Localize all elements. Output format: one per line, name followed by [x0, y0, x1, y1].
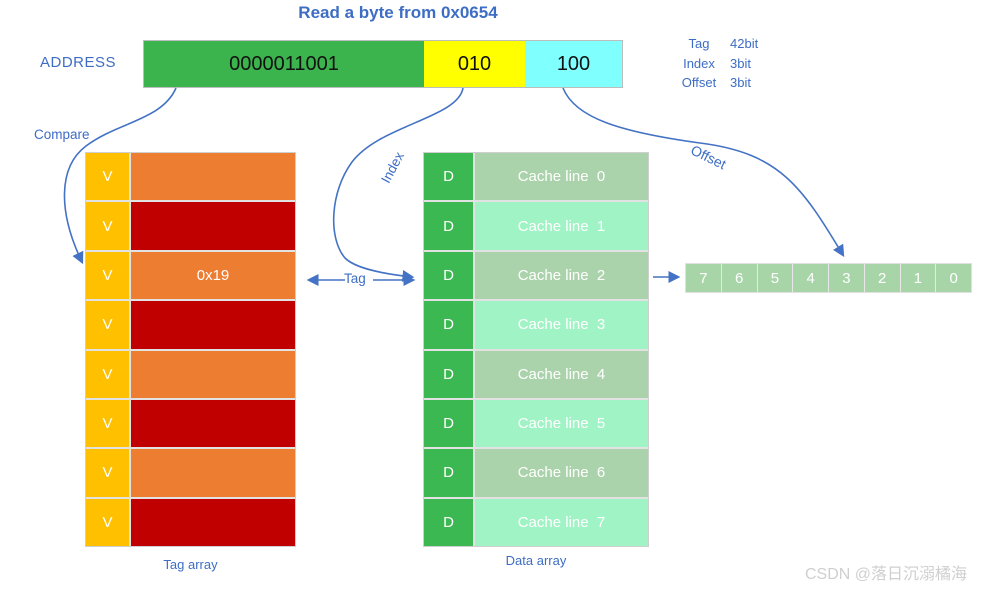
offset-arrow-label: Offset	[688, 141, 729, 173]
index-arrow-label: Index	[378, 149, 407, 186]
valid-bit-cell: V	[86, 449, 129, 497]
byte-cell: 6	[721, 264, 757, 292]
cache-line: Cache line 7	[475, 498, 648, 546]
address-index-segment: 010	[424, 41, 525, 87]
address-bar: 0000011001 010 100	[143, 40, 623, 88]
tag-arrow-label: Tag	[344, 271, 366, 286]
tag-array-caption: Tag array	[163, 557, 218, 572]
address-label: ADDRESS	[40, 54, 117, 71]
valid-bit-cell: V	[86, 202, 129, 250]
cache-line: Cache line 5	[475, 399, 648, 448]
valid-bit-cell: V	[86, 350, 129, 398]
tag-entry	[131, 498, 295, 546]
tag-entry	[131, 399, 295, 448]
valid-bit-cell: V	[86, 251, 129, 300]
tag-entry-matched: 0x19	[131, 251, 295, 300]
byte-cell: 2	[864, 264, 900, 292]
legend-tag-label: Tag	[688, 36, 710, 51]
page-title: Read a byte from 0x0654	[298, 3, 498, 22]
byte-cell: 5	[757, 264, 793, 292]
legend-tag-value: 42bit	[730, 36, 759, 51]
byte-cell: 0	[936, 264, 971, 292]
dirty-bit-cell: D	[424, 399, 473, 448]
field-width-legend: Tag 42bit Index 3bit Offset 3bit	[668, 35, 758, 93]
legend-index-value: 3bit	[730, 55, 751, 71]
cache-line-selected: Cache line 2	[475, 251, 648, 300]
legend-index-label: Index	[683, 55, 715, 71]
dirty-bit-cell: D	[424, 449, 473, 497]
byte-cell-targeted: 3	[829, 264, 864, 292]
dirty-bit-cell: D	[424, 202, 473, 250]
tag-entry	[131, 202, 295, 250]
tag-entry	[131, 301, 295, 349]
byte-offset-row: 7 6 5 4 3 2 1 0	[685, 263, 972, 293]
data-array-caption: Data array	[505, 553, 567, 568]
byte-cell: 1	[900, 264, 936, 292]
address-tag-segment: 0000011001	[144, 41, 424, 87]
dirty-bit-cell: D	[424, 301, 473, 349]
cache-line: Cache line 4	[475, 350, 648, 398]
byte-cell: 7	[686, 264, 721, 292]
tag-entry	[131, 153, 295, 201]
address-offset-segment: 100	[525, 41, 622, 87]
cache-line: Cache line 3	[475, 301, 648, 349]
cache-line: Cache line 6	[475, 449, 648, 497]
valid-bit-cell: V	[86, 498, 129, 546]
watermark: CSDN @落日沉溺橘海	[804, 566, 967, 583]
dirty-bit-cell: D	[424, 350, 473, 398]
legend-offset-label: Offset	[681, 75, 717, 90]
dirty-bit-cell: D	[424, 498, 473, 546]
dirty-bit-cell: D	[424, 251, 473, 300]
data-array: D Cache line 0 D Cache line 1 D Cache li…	[423, 152, 649, 547]
tag-entry	[131, 350, 295, 398]
tag-entry	[131, 449, 295, 497]
compare-arrow-label: Compare	[34, 127, 90, 142]
valid-bit-cell: V	[86, 301, 129, 349]
valid-bit-cell: V	[86, 153, 129, 201]
tag-array: V V V 0x19 V V V V V	[85, 152, 296, 547]
cache-line: Cache line 1	[475, 202, 648, 250]
cache-line: Cache line 0	[475, 153, 648, 201]
valid-bit-cell: V	[86, 399, 129, 448]
dirty-bit-cell: D	[424, 153, 473, 201]
byte-cell: 4	[793, 264, 828, 292]
legend-offset-value: 3bit	[730, 75, 751, 90]
